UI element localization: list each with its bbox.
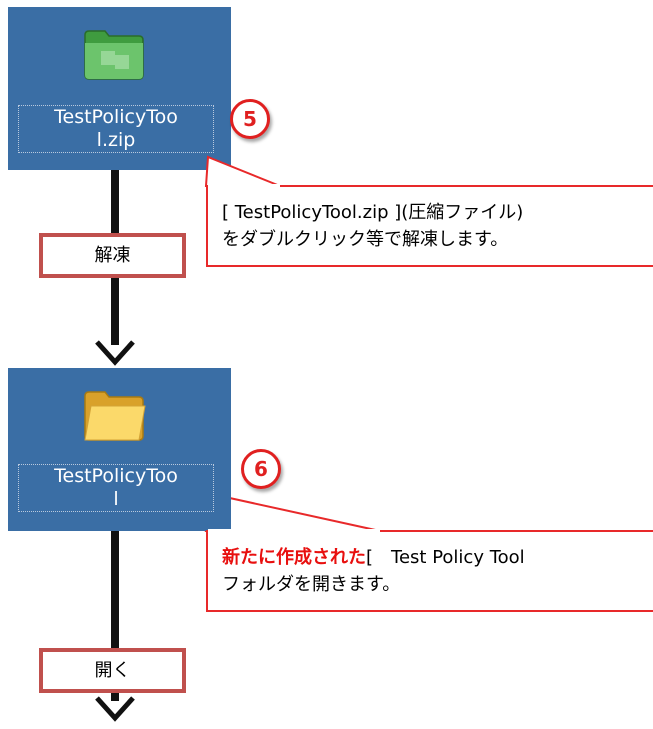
note2-highlight: 新たに作成された: [222, 547, 366, 568]
callout-open-note: 新たに作成された[ Test Policy Tool フォルダを開きます。: [206, 530, 653, 612]
flow-line-2: [111, 531, 119, 701]
note2-line1-rest: [ Test Policy Tool: [366, 547, 525, 568]
yellow-folder-icon: [84, 391, 146, 441]
note1-line1: [ TestPolicyTool.zip ](圧縮ファイル): [222, 202, 524, 223]
step-extract-box: 解凍: [39, 233, 186, 278]
green-zip-folder-icon: [84, 30, 144, 80]
flow-arrow-down-1: [95, 340, 135, 366]
folder-tile[interactable]: TestPolicyToo l: [8, 368, 231, 531]
zip-file-name: TestPolicyToo l.zip: [18, 105, 214, 153]
note2-line1: 新たに作成された[ Test Policy Tool: [222, 544, 653, 571]
folder-name: TestPolicyToo l: [18, 464, 214, 512]
folder-name-line1: TestPolicyToo: [54, 465, 178, 487]
step-badge-6: 6: [241, 449, 281, 489]
step-open-box: 開く: [39, 648, 186, 693]
note2-line2: フォルダを開きます。: [222, 574, 401, 595]
zip-file-tile[interactable]: TestPolicyToo l.zip: [8, 7, 231, 170]
folder-name-line2: l: [113, 488, 119, 510]
callout1-tail-joint: [208, 184, 280, 188]
callout2-tail-joint: [208, 529, 380, 533]
callout-extract-note: [ TestPolicyTool.zip ](圧縮ファイル) をダブルクリック等…: [206, 185, 653, 267]
zip-file-name-line2: l.zip: [96, 129, 136, 151]
flow-arrow-down-2: [95, 696, 135, 722]
zip-file-name-line1: TestPolicyToo: [54, 106, 178, 128]
note1-line2: をダブルクリック等で解凍します。: [222, 229, 509, 250]
step-badge-5: 5: [230, 99, 270, 139]
